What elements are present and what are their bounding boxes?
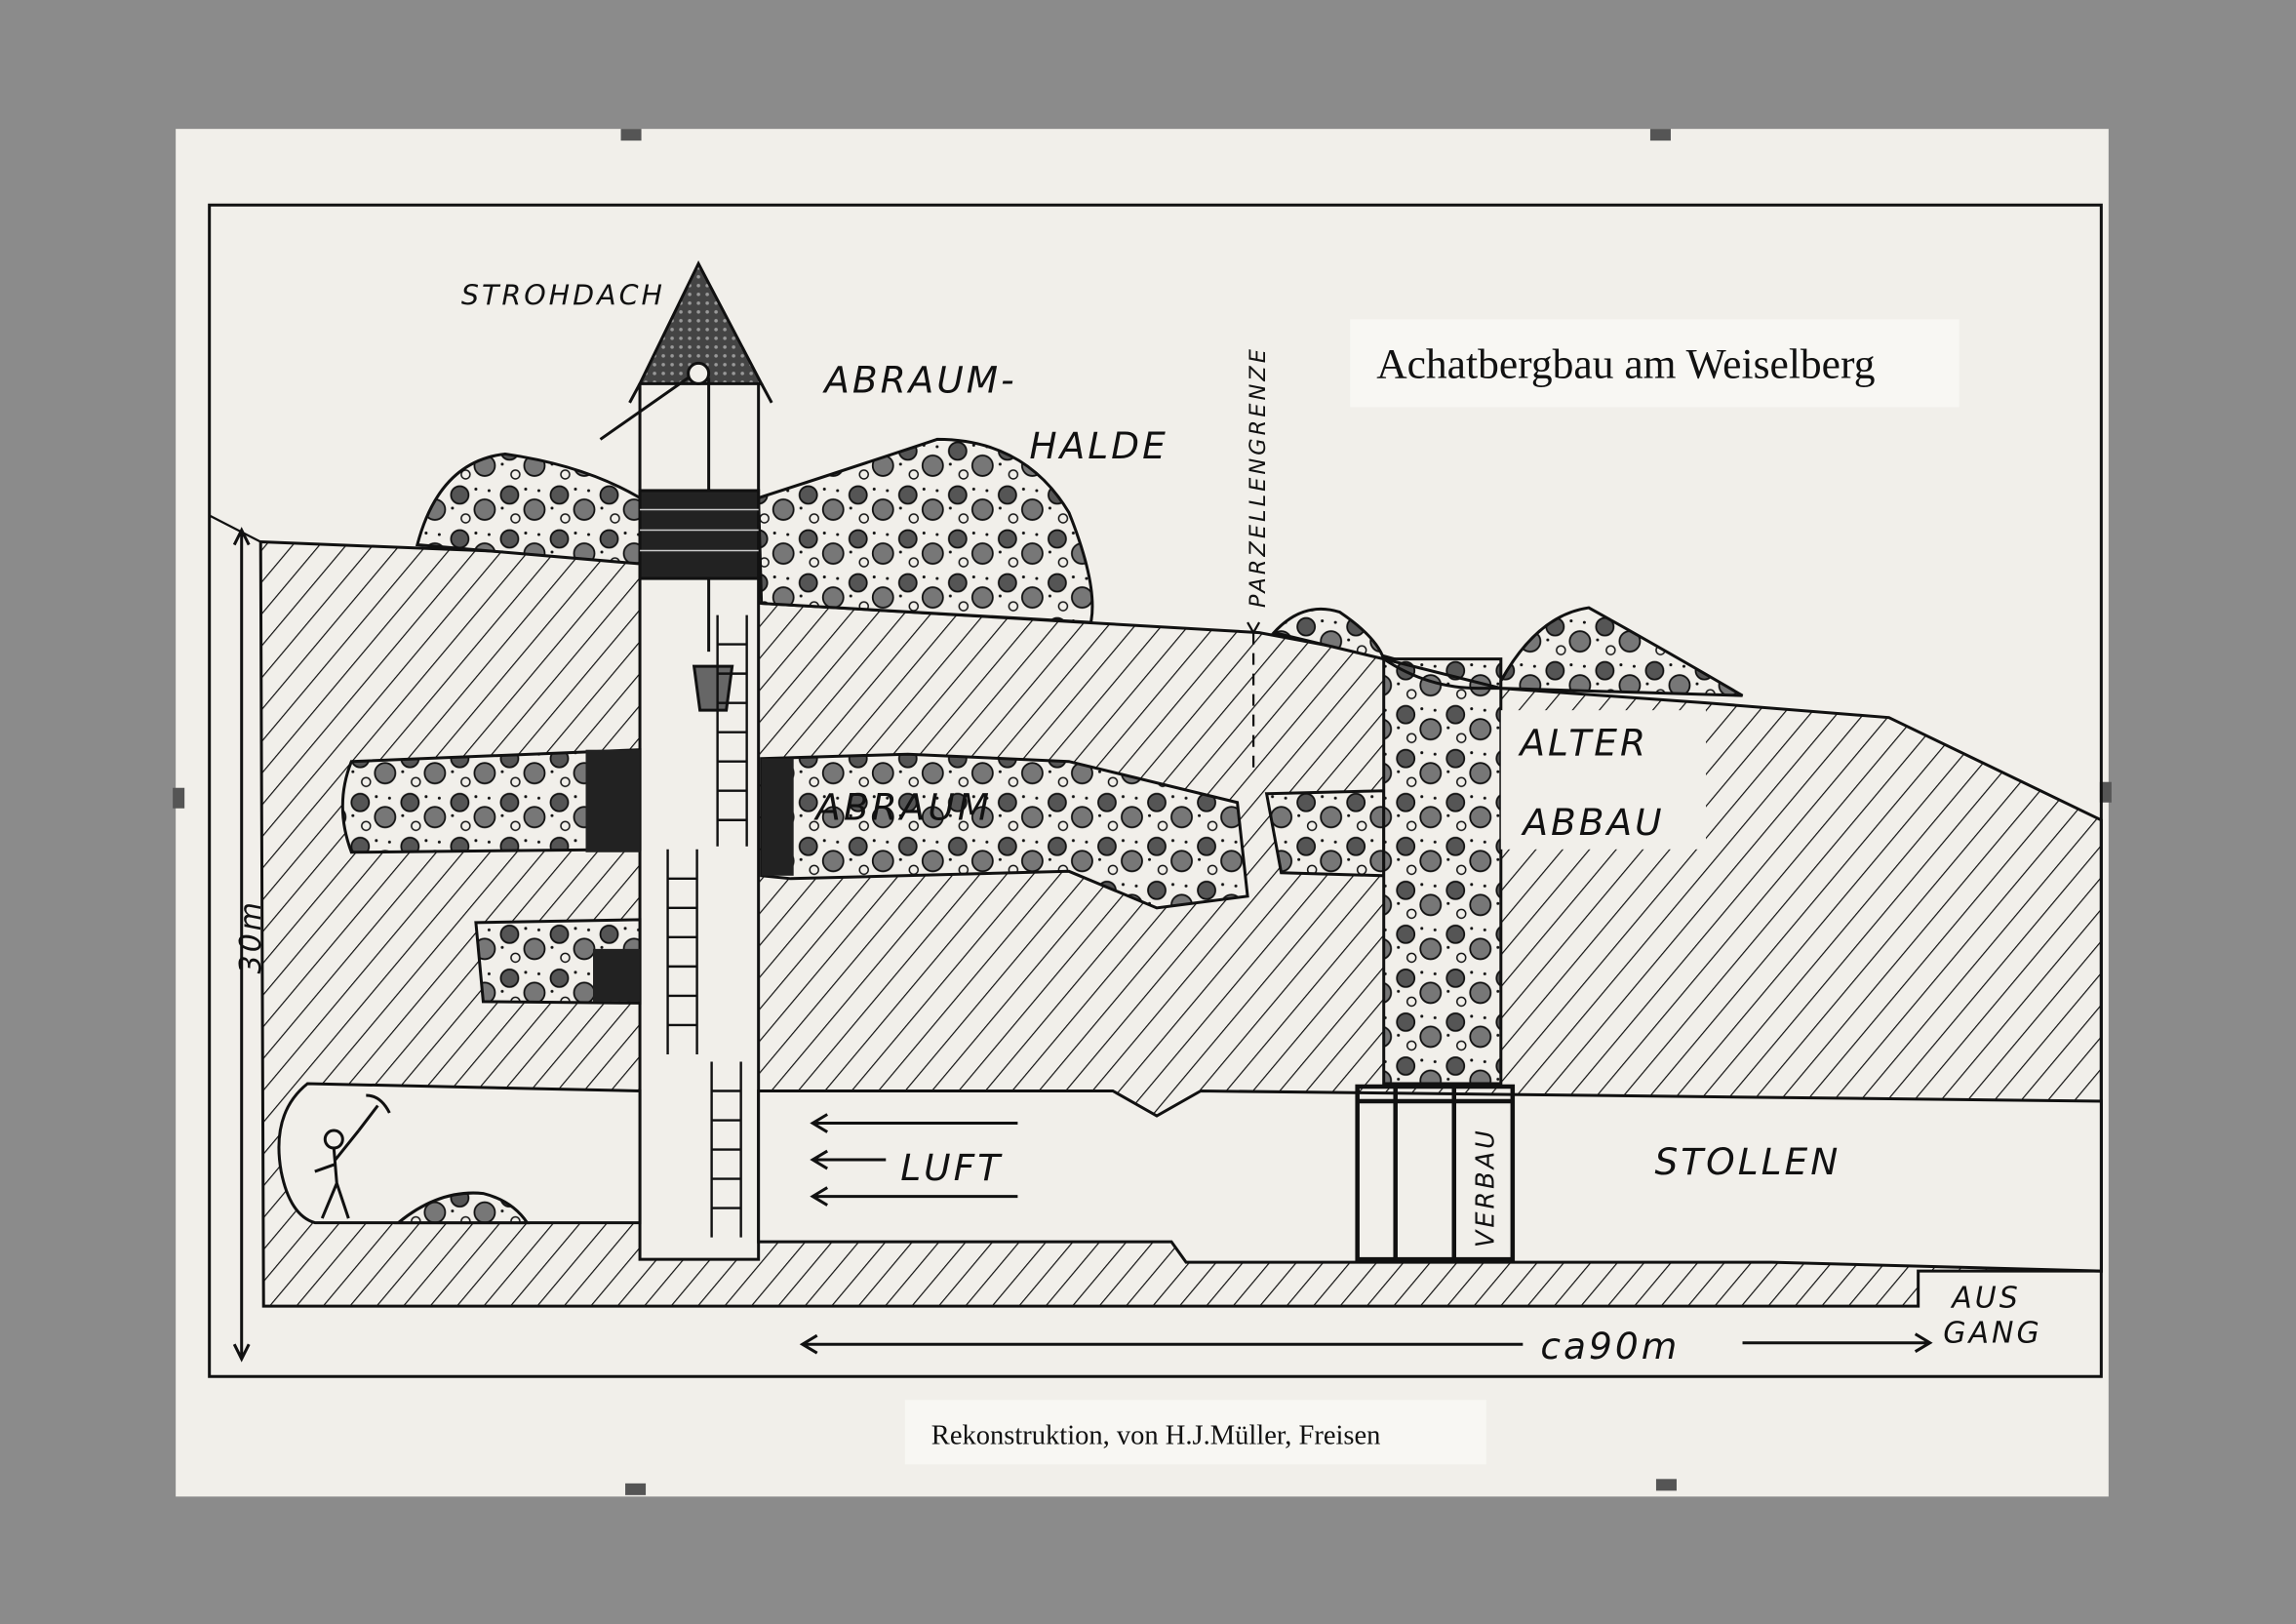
agate-pile bbox=[394, 1191, 531, 1225]
label-alter: ALTER bbox=[1518, 722, 1648, 765]
pulley bbox=[687, 361, 711, 385]
label-height: 30m bbox=[234, 899, 268, 973]
title-label-card bbox=[1350, 319, 1960, 408]
drawing-border bbox=[208, 203, 2103, 1378]
height-dimension bbox=[232, 527, 251, 1363]
length-dimension bbox=[799, 1332, 1933, 1355]
label-strohdach: STROHDACH bbox=[461, 279, 665, 311]
headframe bbox=[599, 259, 773, 712]
credit-label-card bbox=[904, 1400, 1486, 1465]
label-abraum-halde-1: ABRAUM- bbox=[822, 358, 1017, 401]
spoil-heaps bbox=[415, 437, 1744, 697]
label-abbau: ABBAU bbox=[1521, 801, 1664, 844]
abraum-cavity bbox=[760, 752, 1249, 910]
air-flow-arrows bbox=[810, 1113, 1018, 1207]
upper-cavity-left bbox=[340, 748, 642, 854]
label-length: ca90m bbox=[1540, 1325, 1680, 1367]
mine-openings bbox=[277, 576, 2103, 1273]
diagram-credit: Rekonstruktion, von H.J.Müller, Freisen bbox=[931, 1420, 1381, 1450]
miner-figure bbox=[314, 1093, 391, 1219]
label-parzellengrenze: PARZELLENGRENZE bbox=[1246, 346, 1271, 608]
label-abraum-halde-2: HALDE bbox=[1029, 424, 1168, 467]
old-shaft bbox=[1382, 657, 1503, 1086]
label-abraum: ABRAUM bbox=[813, 786, 992, 829]
diagram-title: Achatbergbau am Weiselberg bbox=[1376, 340, 1875, 387]
label-luft: LUFT bbox=[900, 1146, 1003, 1189]
ladders bbox=[666, 614, 748, 1238]
verbau-support bbox=[1355, 1084, 1516, 1262]
label-ausgang-1: AUS bbox=[1950, 1282, 2021, 1316]
alter-abbau-drift bbox=[1264, 789, 1386, 878]
label-verbau: VERBAU bbox=[1471, 1128, 1500, 1248]
stollen-tunnel bbox=[757, 1089, 2103, 1273]
bucket bbox=[692, 664, 734, 712]
label-stollen: STOLLEN bbox=[1654, 1140, 1841, 1183]
alter-abbau-area bbox=[1500, 710, 1706, 850]
label-ausgang-2: GANG bbox=[1943, 1317, 2042, 1351]
